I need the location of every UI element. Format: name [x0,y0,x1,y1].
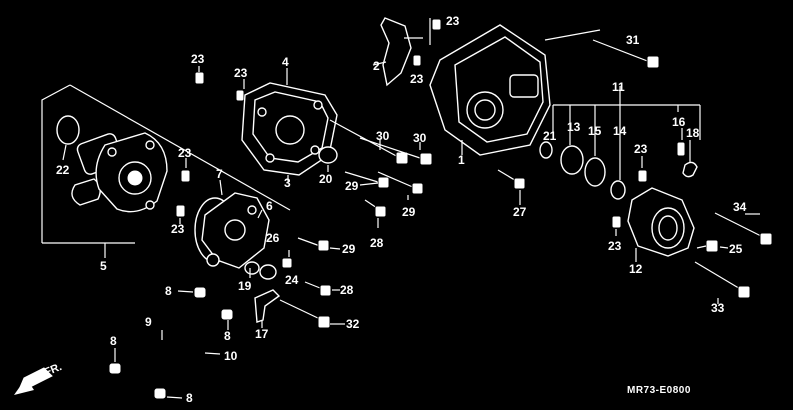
front-label: FR. [43,361,64,379]
callout-17: 17 [255,327,269,341]
callout-34: 34 [733,200,747,214]
part-1-case-cover [429,24,551,156]
callout-21: 21 [543,129,557,143]
front-direction-indicator: FR. [14,361,64,395]
callout-2: 2 [373,59,380,73]
parts-21-13-15-14 [539,95,701,200]
part-2-bracket [372,17,412,87]
callout-23f: 23 [410,72,424,86]
callout-24: 24 [285,273,299,287]
callout-14: 14 [613,124,627,138]
diagram-code: MR73-E0800 [627,385,691,396]
parts-16-18 [676,128,698,178]
callout-23a: 23 [191,52,205,66]
callout-8c: 8 [110,334,117,348]
part-31-bolt [544,29,660,69]
callout-6: 6 [266,199,273,213]
part-4-gasket [241,68,338,182]
leader-lines [179,18,760,325]
bolts-29-28-lower [297,237,332,297]
callout-22: 22 [56,163,70,177]
callout-28b: 28 [340,283,354,297]
callout-26: 26 [266,231,280,245]
callout-27: 27 [513,205,527,219]
parts-19-24-26 [244,250,293,280]
callout-33: 33 [711,301,725,315]
callout-5: 5 [100,259,107,273]
callout-10: 10 [224,349,238,363]
callout-20: 20 [319,172,333,186]
bolts-right [694,212,773,299]
callout-23d: 23 [171,222,185,236]
callout-15: 15 [588,124,602,138]
hoses-9-10-clamps-8 [108,286,234,400]
callout-31: 31 [626,33,640,47]
part-17-bracket-32-bolt [254,289,331,329]
callout-30b: 30 [413,131,427,145]
callout-16: 16 [672,115,686,129]
callout-4: 4 [282,55,289,69]
callout-23b: 23 [234,66,248,80]
callout-29a: 29 [345,179,359,193]
part-20-oil-seal [318,146,338,172]
callout-28a: 28 [370,236,384,250]
callout-25: 25 [729,242,743,256]
callout-23c: 23 [178,146,192,160]
part-12-housing [627,187,695,262]
callout-3: 3 [284,176,291,190]
callout-30a: 30 [376,129,390,143]
bolts-center [329,119,433,218]
callout-19: 19 [238,279,252,293]
part-23-dowel-pins [175,18,648,229]
callout-8a: 8 [165,284,172,298]
part-5-pump-body [71,132,168,213]
callout-29c: 29 [342,242,356,256]
part-22-o-ring [56,115,80,161]
callout-18: 18 [686,126,700,140]
callout-23e: 23 [446,14,460,28]
arrow-down-left-icon [14,367,53,395]
callout-23h: 23 [608,239,622,253]
callout-12: 12 [629,262,643,276]
callout-23g: 23 [634,142,648,156]
callout-11: 11 [612,80,625,94]
callout-8b: 8 [224,329,231,343]
parts-7-6-housing [194,179,270,269]
callout-9: 9 [145,315,152,329]
callout-7: 7 [216,167,223,181]
callout-labels: 1 2 3 4 5 6 7 8 8 8 8 9 10 11 12 13 14 1… [56,14,747,405]
callout-29b: 29 [402,205,416,219]
callout-32: 32 [346,317,360,331]
callout-1: 1 [458,153,465,167]
callout-8d: 8 [186,391,193,405]
callout-13: 13 [567,120,581,134]
part-27-bolt [497,169,526,205]
assembly-bracket-5 [41,84,291,258]
